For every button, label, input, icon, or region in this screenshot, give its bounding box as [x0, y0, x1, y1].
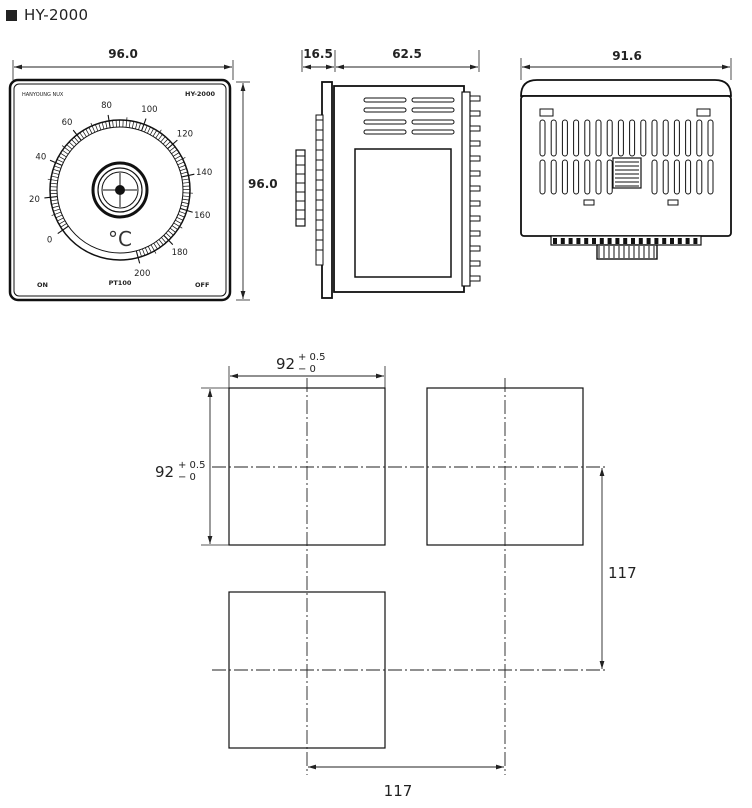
vertical-pitch-label: 117 — [608, 564, 637, 582]
dial-scale-label: 40 — [35, 152, 46, 162]
side-label-area — [354, 148, 452, 278]
on-label: ON — [37, 281, 48, 289]
front-width-label: 96.0 — [108, 47, 138, 61]
cutout-height-minus-tol: − 0 — [178, 472, 196, 483]
horizontal-pitch-label: 117 — [384, 782, 413, 800]
page-title: HY-2000 — [24, 6, 89, 24]
unit-label: °C — [108, 227, 132, 251]
cutout-width-value: 92 — [276, 355, 295, 373]
off-label: OFF — [195, 281, 209, 289]
dial-scale-label: 80 — [101, 101, 112, 111]
dial-scale-label: 140 — [196, 168, 212, 178]
model-label: HY-2000 — [185, 90, 215, 98]
cutout-width-minus-tol: − 0 — [298, 364, 316, 375]
top-view: 91.6 — [520, 48, 732, 260]
brand-label: HANYOUNG NUX — [22, 92, 64, 98]
side-view: 16.5 62.5 — [295, 47, 481, 299]
dial-scale-label: 160 — [194, 211, 210, 221]
sensor-label: PT100 — [109, 279, 132, 287]
knob-center-icon — [115, 185, 125, 195]
dial-scale: 0 20 40 60 80 100 120 140 160 180 200 — [29, 101, 212, 279]
page-header: HY-2000 — [6, 5, 88, 25]
top-width-label: 91.6 — [612, 49, 642, 63]
dial-scale-label: 120 — [177, 130, 193, 140]
cutout-height-value: 92 — [155, 463, 174, 481]
dial-scale-label: 60 — [62, 118, 73, 128]
dial-scale-label: 20 — [29, 195, 40, 205]
dial-ticks — [44, 114, 195, 264]
dial-scale-label: 0 — [47, 235, 52, 245]
front-height-label: 96.0 — [248, 177, 278, 191]
dial-scale-label: 180 — [172, 248, 188, 258]
dial-scale-label: 100 — [141, 105, 157, 115]
cutout-width-plus-tol: + 0.5 — [298, 352, 325, 363]
cutout-height-plus-tol: + 0.5 — [178, 460, 205, 471]
dial-scale-label: 200 — [134, 269, 150, 279]
center-lines — [212, 378, 608, 775]
body-depth-label: 62.5 — [392, 47, 422, 61]
front-view: 96.0 96.0 HANYOUNG NUX HY-2000 0 20 40 60 80… — [8, 46, 278, 302]
panel-cutout-drawing: 92 + 0.5 − 0 92 + 0.5 − 0 117 117 — [155, 352, 637, 800]
square-bullet-icon — [6, 9, 17, 21]
front-depth-label: 16.5 — [303, 47, 333, 61]
